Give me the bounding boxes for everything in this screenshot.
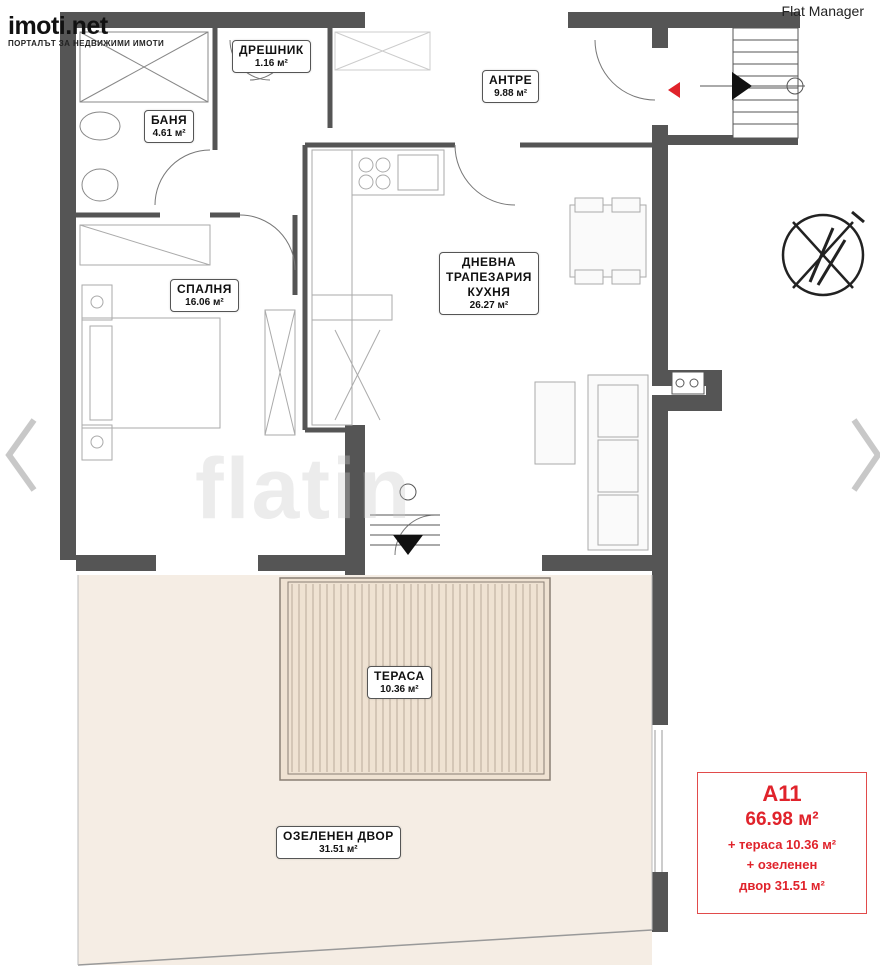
apartment-area: 66.98 м²	[745, 809, 819, 830]
dining-set	[569, 197, 647, 285]
apartment-info-box: A11 66.98 м² + тераса 10.36 м² + озелене…	[697, 772, 867, 914]
room-label-bath: БАНЯ 4.61 м²	[144, 110, 195, 143]
south-arrow-icon	[393, 535, 423, 555]
yard-windows	[654, 730, 663, 872]
room-name-2: ТРАПЕЗАРИЯ	[446, 270, 532, 284]
room-label-yard: ОЗЕЛЕНЕН ДВОР 31.51 м²	[276, 826, 401, 859]
logo-tagline: ПОРТАЛЪТ ЗА НЕДВИЖИМИ ИМОТИ	[8, 39, 165, 48]
room-label-terrace: ТЕРАСА 10.36 м²	[367, 666, 432, 699]
chevron-left-icon[interactable]	[4, 415, 38, 495]
walls	[60, 12, 800, 932]
entry-marker-icon	[668, 82, 680, 98]
oven-icon	[671, 371, 705, 395]
entrance-arrow-icon	[732, 72, 752, 100]
room-name-3: КУХНЯ	[467, 285, 511, 299]
flat-manager-label: Flat Manager	[781, 3, 864, 19]
room-area: 9.88 м²	[494, 88, 528, 99]
chevron-right-icon[interactable]	[850, 415, 880, 495]
room-area: 26.27 м²	[469, 300, 509, 311]
room-area: 16.06 м²	[185, 297, 224, 308]
room-name: ТЕРАСА	[374, 669, 425, 683]
room-name: ДРЕШНИК	[239, 43, 304, 57]
watermark: flatin	[195, 441, 413, 537]
sofa	[534, 374, 649, 551]
room-label-living: ДНЕВНА ТРАПЕЗАРИЯ КУХНЯ 26.27 м²	[439, 252, 539, 315]
room-area: 4.61 м²	[152, 128, 186, 139]
door-swings	[154, 39, 656, 556]
room-name: БАНЯ	[151, 113, 188, 127]
yard-extra-line2: двор 31.51 м²	[739, 878, 825, 893]
logo-brand: imoti.net	[8, 12, 108, 40]
closet-shelving	[334, 31, 431, 71]
yard-extra-line1: + озеленен	[746, 857, 818, 872]
kitchen-counters	[311, 149, 445, 426]
room-area: 31.51 м²	[319, 844, 358, 855]
room-label-closet: ДРЕШНИК 1.16 м²	[232, 40, 311, 73]
room-label-hall: АНТРЕ 9.88 м²	[482, 70, 540, 103]
internal-walls	[76, 28, 652, 433]
room-name: ОЗЕЛЕНЕН ДВОР	[283, 829, 394, 843]
room-name: АНТРЕ	[489, 73, 533, 87]
stairs	[700, 27, 805, 139]
room-name: СПАЛНЯ	[177, 282, 232, 296]
compass-north-icon	[781, 210, 865, 297]
room-area: 10.36 м²	[380, 684, 419, 695]
room-area: 1.16 м²	[254, 58, 288, 69]
site-logo[interactable]: imoti.net ПОРТАЛЪТ ЗА НЕДВИЖИМИ ИМОТИ	[8, 12, 164, 48]
room-label-bedroom: СПАЛНЯ 16.06 м²	[170, 279, 239, 312]
room-name-1: ДНЕВНА	[461, 255, 517, 269]
apartment-code: A11	[762, 781, 802, 806]
terrace-extra: + тераса 10.36 м²	[727, 837, 837, 852]
bath-fixtures	[79, 31, 209, 202]
bedroom-furniture	[79, 224, 296, 461]
